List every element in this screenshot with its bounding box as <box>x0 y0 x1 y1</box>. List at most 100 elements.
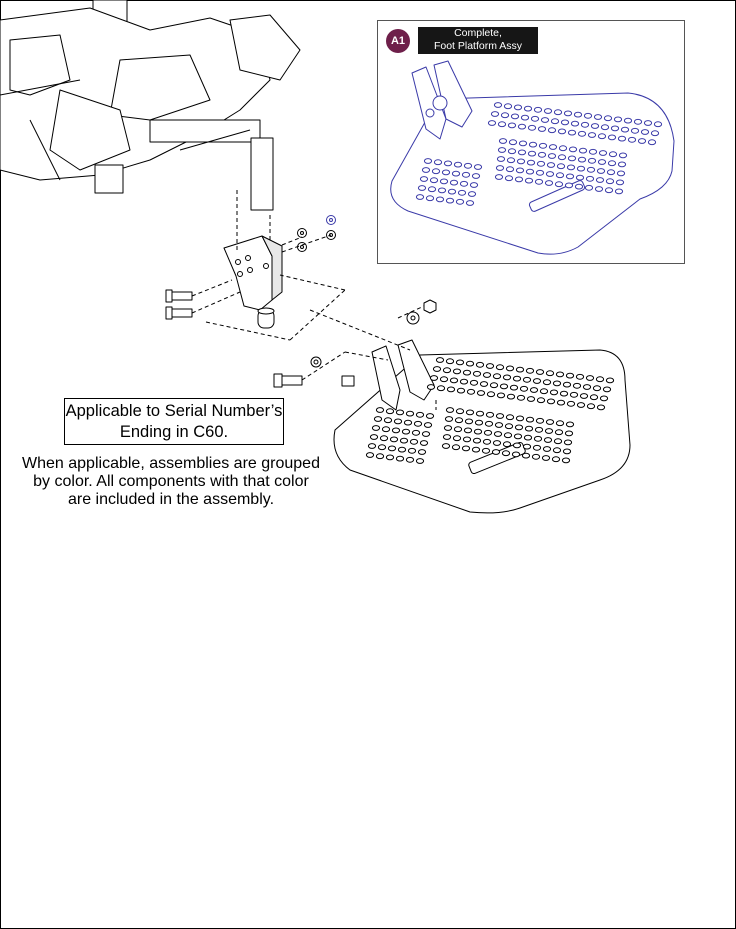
perforation-hole <box>556 163 566 170</box>
perforation-hole <box>570 120 580 127</box>
perforation-hole <box>473 164 483 170</box>
perforation-hole <box>531 453 541 460</box>
perforation-hole <box>507 148 517 155</box>
perforation-hole <box>548 144 558 150</box>
perforation-hole <box>515 366 525 373</box>
perforation-hole <box>493 102 503 108</box>
perforation-hole <box>421 431 431 437</box>
perforation-hole <box>459 180 469 187</box>
perforation-hole <box>647 139 657 146</box>
perforation-hole <box>610 125 620 132</box>
perforation-hole <box>543 437 553 443</box>
perforation-hole <box>603 115 613 122</box>
perforation-hole <box>425 413 435 419</box>
perforation-hole <box>607 160 617 167</box>
perforation-hole <box>419 440 429 446</box>
perforation-hole <box>492 440 502 446</box>
perforation-hole <box>389 436 399 443</box>
perforation-hole <box>437 187 447 194</box>
perforation-hole <box>431 168 441 175</box>
perforation-hole <box>521 452 531 459</box>
perforation-hole <box>493 431 503 437</box>
perforation-hole <box>526 159 536 166</box>
perforation-hole <box>455 408 465 415</box>
perforation-hole <box>475 410 485 417</box>
perforation-hole <box>481 447 491 454</box>
chassis-frame <box>0 0 301 211</box>
perforation-hole <box>553 109 563 116</box>
perforation-hole <box>417 449 427 455</box>
perforation-hole <box>555 420 565 427</box>
serial-number-note: Applicable to Serial Number’s Ending in … <box>64 398 284 445</box>
perforation-hole <box>594 186 604 192</box>
serial-note-line1: Applicable to Serial Number’s <box>65 402 283 420</box>
perforation-hole <box>466 388 476 395</box>
perforation-hole <box>517 123 527 130</box>
perforation-hole <box>541 455 551 461</box>
perforation-hole <box>409 438 419 445</box>
perforation-hole <box>449 179 459 186</box>
perforation-hole <box>401 428 411 435</box>
perforation-hole <box>497 147 507 153</box>
perforation-hole <box>593 114 603 120</box>
perforation-hole <box>464 418 474 425</box>
perforation-hole <box>383 417 393 424</box>
perforation-hole <box>436 385 446 392</box>
perforation-hole <box>375 453 385 460</box>
perforation-hole <box>566 164 576 171</box>
perforation-hole <box>584 184 594 191</box>
perforation-hole <box>559 390 569 397</box>
perforation-hole <box>554 429 564 436</box>
perforation-hole <box>565 421 575 428</box>
perforation-hole <box>563 439 573 446</box>
bolts <box>165 289 355 388</box>
perforation-hole <box>592 385 602 392</box>
perforation-hole <box>439 376 449 383</box>
perforation-hole <box>608 151 618 158</box>
perforation-hole <box>606 169 616 176</box>
perforation-hole <box>534 426 544 433</box>
perforation-hole <box>550 118 560 125</box>
perforation-hole <box>467 191 477 197</box>
perforation-hole <box>511 451 521 458</box>
perforation-hole <box>524 425 534 432</box>
perforation-hole <box>633 118 643 125</box>
perforation-hole <box>494 174 504 180</box>
perforation-hole <box>509 384 519 391</box>
perforation-hole <box>508 139 518 146</box>
perforation-hole <box>411 429 421 436</box>
perforation-hole <box>479 381 489 387</box>
perforation-hole <box>575 373 585 380</box>
perforation-hole <box>552 380 562 387</box>
perforation-hole <box>585 375 595 381</box>
perforation-hole <box>505 166 515 173</box>
assembly-badge: A1 <box>386 29 410 53</box>
perforation-hole <box>589 394 599 401</box>
perforation-hole <box>534 178 544 185</box>
perforation-hole <box>461 171 471 178</box>
perforation-hole <box>650 130 660 137</box>
perforation-hole <box>487 120 497 126</box>
perforation-hole <box>564 182 574 189</box>
perforation-hole <box>544 428 554 434</box>
perforation-hole <box>421 167 431 173</box>
perforation-hole <box>495 364 505 371</box>
perforation-hole <box>453 426 463 433</box>
perforation-hole <box>429 375 439 381</box>
perforation-hole <box>505 365 515 372</box>
perforation-hole <box>535 369 545 375</box>
perforation-hole <box>542 446 552 452</box>
perforation-hole <box>553 438 563 445</box>
perforation-hole <box>537 126 547 132</box>
perforation-hole <box>595 376 605 383</box>
perforation-hole <box>393 418 403 425</box>
perforation-hole <box>530 115 540 122</box>
perforation-hole <box>516 158 526 165</box>
perforation-hole <box>462 369 472 376</box>
perforation-hole <box>643 120 653 126</box>
perforation-hole <box>462 436 472 443</box>
perforation-hole <box>617 135 627 142</box>
perforation-hole <box>599 395 609 402</box>
perforation-hole <box>580 121 590 128</box>
